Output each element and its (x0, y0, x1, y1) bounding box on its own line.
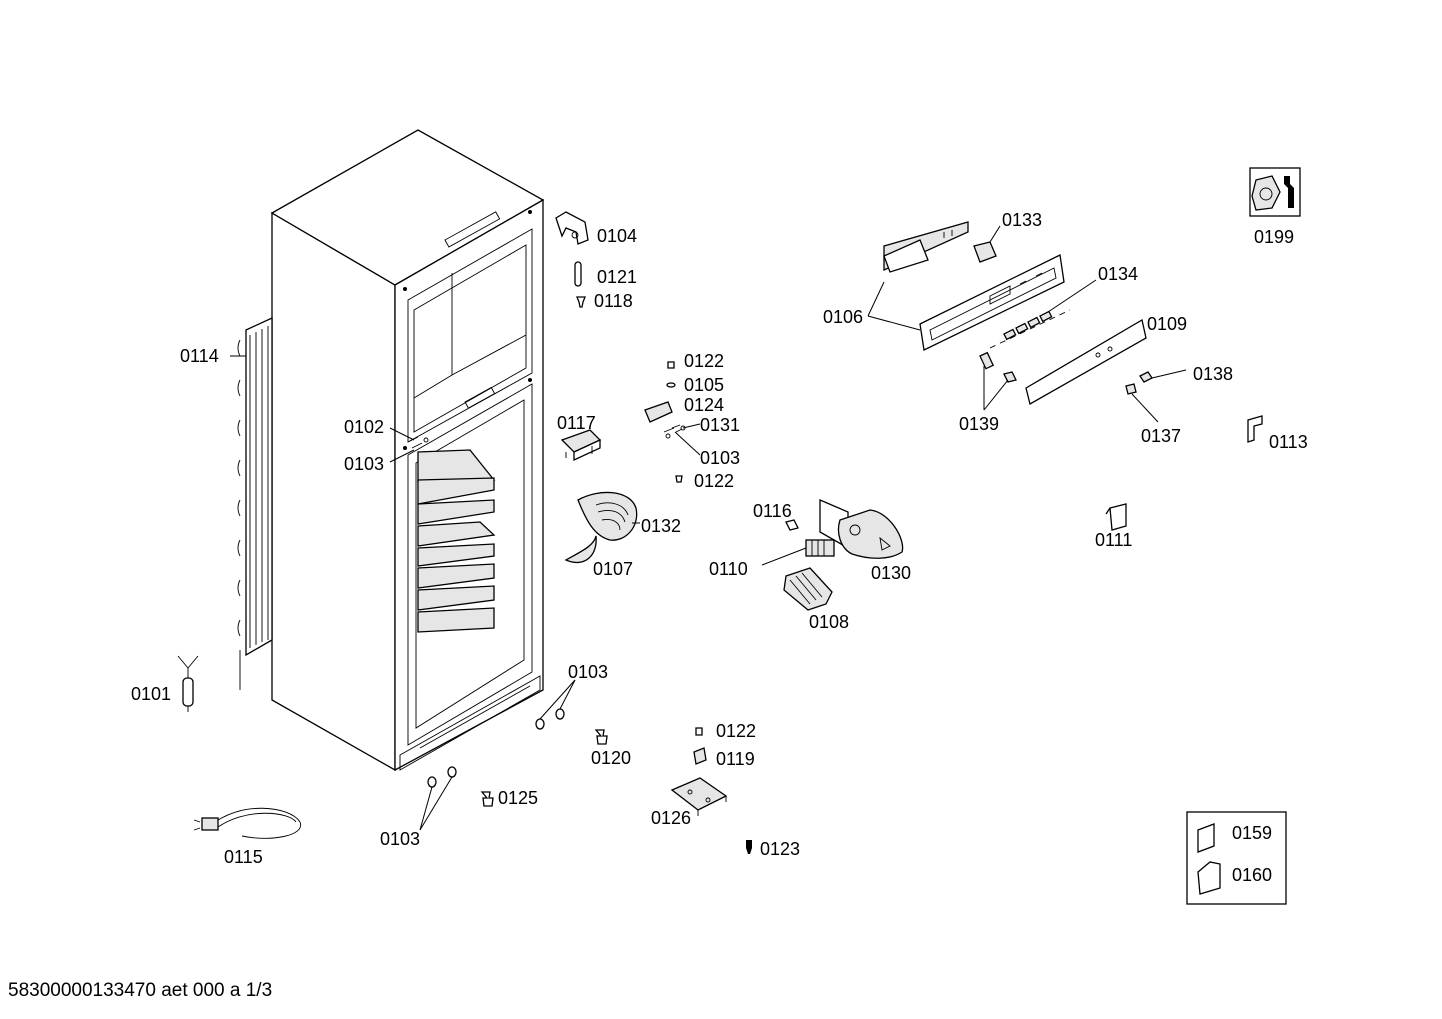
part-0138-clip (1139, 371, 1153, 383)
document-icon (1197, 861, 1221, 895)
label-0117: 0117 (557, 413, 596, 433)
part-0104-bracket (555, 211, 589, 245)
label-0110: 0110 (709, 559, 748, 579)
label-0111: 0111 (1095, 530, 1132, 550)
part-0119-cap (693, 747, 707, 765)
part-0115-power-cord (193, 807, 301, 839)
part-0116-screw (785, 519, 799, 531)
label-0139: 0139 (959, 414, 999, 434)
part-0117-switch (560, 429, 602, 462)
part-0106-bracket (883, 221, 969, 273)
label-0130: 0130 (871, 563, 911, 583)
part-0133-connector (973, 241, 997, 263)
part-0106-panel (919, 254, 1065, 351)
label-0106: 0106 (823, 307, 863, 327)
part-0113-clip (1247, 415, 1263, 443)
label-0133: 0133 (1002, 210, 1042, 230)
label-0119: 0119 (716, 749, 755, 769)
label-0105: 0105 (684, 375, 724, 395)
part-0122-screw-a (667, 361, 675, 369)
label-0108: 0108 (809, 612, 849, 632)
label-0138: 0138 (1193, 364, 1233, 384)
condenser-coil (237, 316, 273, 700)
label-0199: 0199 (1254, 227, 1294, 247)
part-0137-clip (1125, 383, 1137, 395)
document-id-footer: 58300000133470 aet 000 a 1/3 (8, 980, 273, 1001)
label-0160: 0160 (1232, 865, 1272, 885)
refrigerator-cabinet (270, 129, 545, 772)
label-0101: 0101 (131, 684, 171, 704)
part-0105-washer (666, 382, 676, 388)
part-0101-drier (177, 655, 199, 712)
part-0121-pin (574, 261, 582, 287)
part-0139-pin (979, 351, 995, 370)
label-0116: 0116 (753, 501, 792, 521)
label-0159: 0159 (1232, 823, 1272, 843)
label-0131: 0131 (700, 415, 740, 435)
part-0107-cover (564, 535, 597, 564)
part-0118-screw (576, 296, 586, 308)
label-0125: 0125 (498, 788, 538, 808)
label-0104: 0104 (597, 226, 637, 246)
label-0114: 0114 (180, 346, 219, 366)
label-0118: 0118 (594, 291, 633, 311)
part-0132-fan-cover (577, 491, 638, 541)
part-0134-buttons (989, 309, 1071, 349)
label-0103: 0103 (568, 662, 608, 682)
label-0132: 0132 (641, 516, 681, 536)
label-0122: 0122 (694, 471, 734, 491)
part-0122-screw-b (675, 475, 683, 483)
part-0122-screw-c (695, 727, 703, 736)
label-0103: 0103 (700, 448, 740, 468)
label-0109: 0109 (1147, 314, 1187, 334)
label-0123: 0123 (760, 839, 800, 859)
part-0123-screw (746, 840, 752, 854)
label-0122: 0122 (684, 351, 724, 371)
label-0137: 0137 (1141, 426, 1181, 446)
document-legend-box (1186, 811, 1287, 905)
part-0125-foot (480, 791, 494, 807)
wrench-nut-icon (1249, 167, 1301, 217)
label-0103: 0103 (344, 454, 384, 474)
label-0107: 0107 (593, 559, 633, 579)
label-0124: 0124 (684, 395, 724, 415)
part-0124-hinge (644, 401, 673, 423)
part-0130-lamp-housing (819, 499, 904, 559)
label-0113: 0113 (1269, 432, 1308, 452)
label-0126: 0126 (651, 808, 691, 828)
freezer-drawers (417, 449, 496, 633)
label-0134: 0134 (1098, 264, 1138, 284)
document-icon (1197, 823, 1215, 853)
label-0120: 0120 (591, 748, 631, 768)
part-0111-plate (1105, 503, 1127, 531)
part-0126-hinge-plate (670, 777, 728, 816)
part-0110-thermostat (805, 539, 835, 557)
label-0122: 0122 (716, 721, 756, 741)
part-0109-cover (1025, 318, 1147, 405)
label-0102: 0102 (344, 417, 384, 437)
label-0121: 0121 (597, 267, 637, 287)
part-labels: 0114 0102 0103 0104 0121 0118 0122 0105 … (131, 210, 1308, 885)
label-0103: 0103 (380, 829, 420, 849)
label-0115: 0115 (224, 847, 263, 867)
part-0120-foot (594, 729, 608, 745)
part-0108-knob (783, 567, 833, 611)
